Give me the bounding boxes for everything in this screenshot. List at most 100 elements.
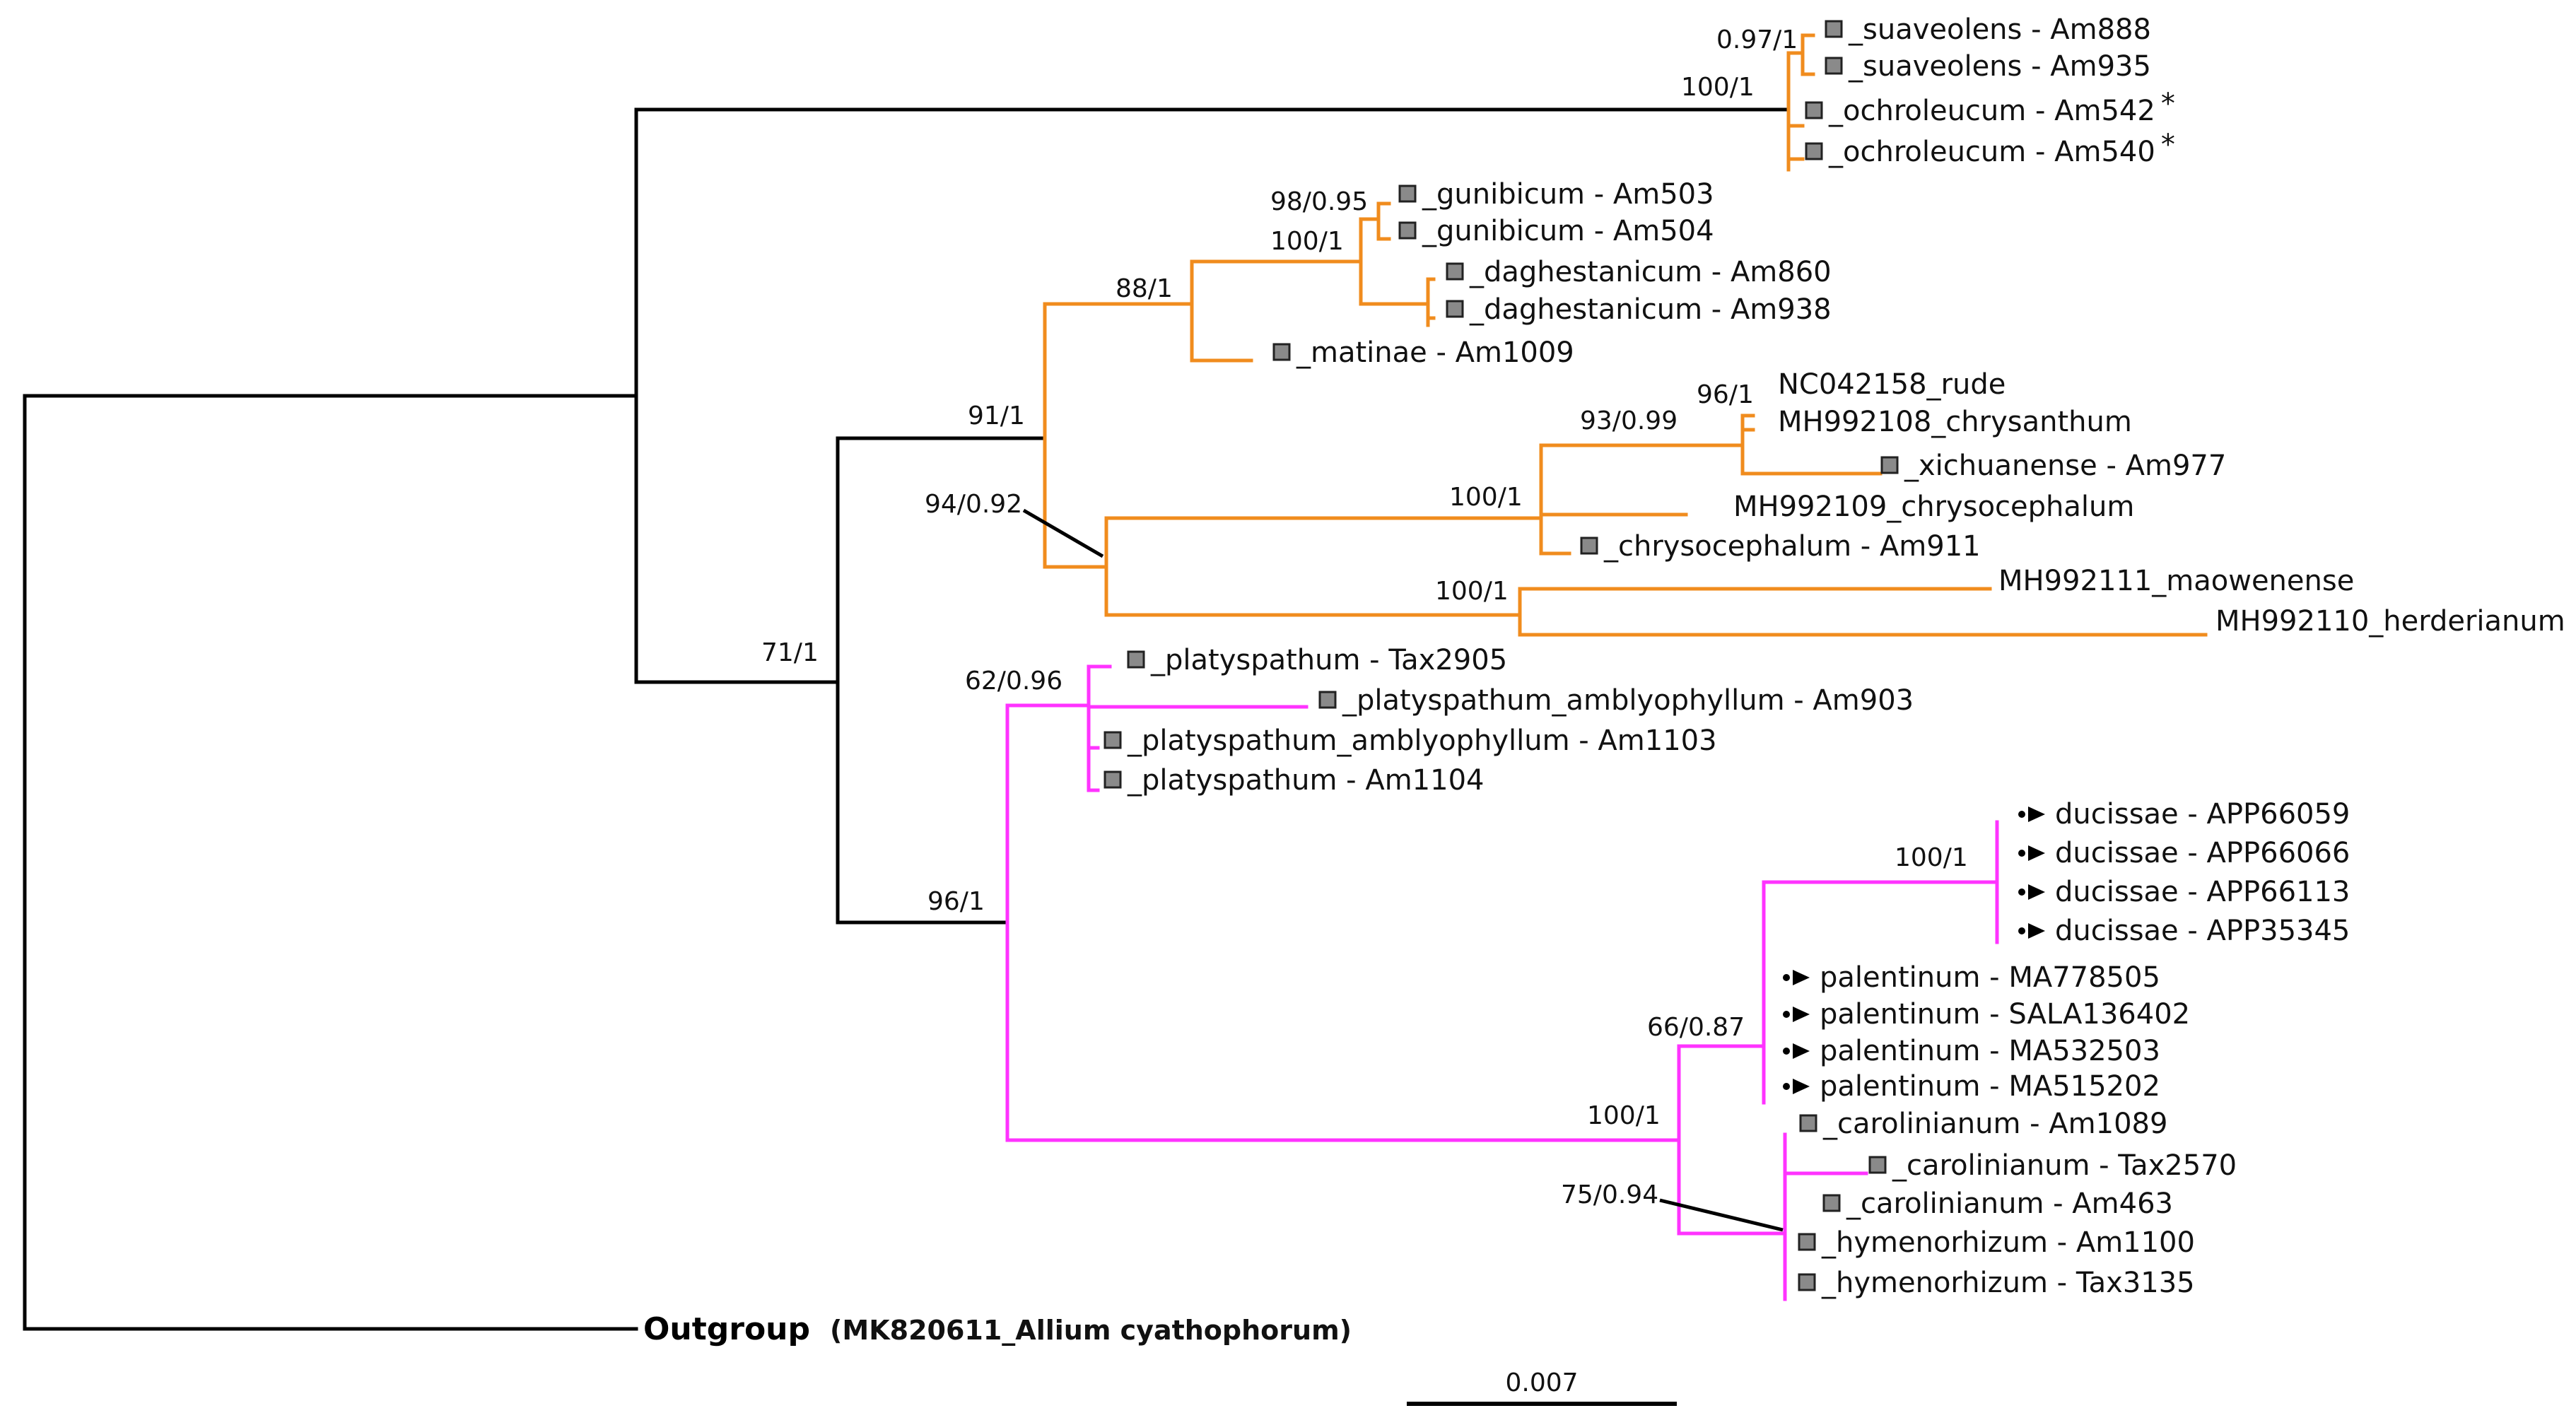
arrow-marker-icon	[1793, 1007, 1810, 1022]
support-value-chrygroup: 100/1	[1449, 483, 1523, 512]
tip-label: _chrysocephalum - Am911	[1603, 530, 1981, 563]
square-marker-icon	[1880, 456, 1899, 474]
taxon-name: _matinae	[1296, 336, 1427, 369]
taxon-name: _suaveolens	[1848, 13, 2022, 46]
tip-label: _xichuanense - Am977	[1904, 450, 2226, 482]
tip-label: palentinum - MA778505	[1820, 961, 2160, 994]
tip-8: _matinae - Am1009	[1272, 336, 1574, 369]
tip-label: palentinum - SALA136402	[1820, 998, 2190, 1031]
separator: -	[1702, 293, 1731, 326]
square-marker-icon	[1822, 1194, 1841, 1212]
arrow-marker-icon	[2028, 807, 2045, 822]
specimen-code: Am1009	[1456, 336, 1574, 369]
tip-label: _gunibicum - Am503	[1422, 178, 1714, 211]
support-value-rudexi: 93/0.99	[1580, 406, 1678, 435]
scale-bar-value: 0.007	[1505, 1368, 1578, 1397]
specimen-code: Tax2905	[1388, 644, 1507, 676]
separator: -	[1980, 998, 2008, 1031]
support-value-duc: 100/1	[1895, 843, 1968, 872]
outgroup-strong-label: Outgroup	[643, 1311, 810, 1347]
square-marker-icon	[1825, 20, 1843, 38]
specimen-code: Am1089	[2049, 1108, 2167, 1140]
taxon-name: _ochroleucum	[1828, 95, 2026, 127]
square-marker-icon	[1272, 343, 1291, 361]
specimen-code: MA532503	[2008, 1035, 2160, 1067]
tip-24: palentinum - MA778505	[1783, 961, 2160, 994]
separator: -	[2097, 450, 2126, 482]
square-marker-icon	[1799, 1114, 1817, 1132]
tip-14: MH992111_maowenense	[1998, 565, 2354, 597]
support-value-guni: 98/0.95	[1270, 187, 1368, 216]
separator: -	[2026, 95, 2054, 127]
tip-22: ducissae - APP66113	[2018, 876, 2350, 908]
specimen-code: Am903	[1813, 684, 1914, 717]
square-marker-icon	[1318, 691, 1337, 709]
tip-18: _platyspathum_amblyophyllum - Am1103	[1103, 725, 1717, 757]
tip-label: MH992109_chrysocephalum	[1733, 491, 2134, 523]
taxon-name: palentinum	[1820, 961, 1980, 994]
support-value-main: 71/1	[761, 638, 819, 667]
taxon-name: MH992110_herderianum	[2215, 605, 2565, 638]
tip-label: _platyspathum - Am1104	[1127, 764, 1484, 797]
tip-4: _gunibicum - Am503	[1398, 178, 1714, 211]
separator: -	[1980, 1070, 2008, 1103]
taxon-name: _xichuanense	[1904, 450, 2097, 482]
square-marker-icon	[1798, 1273, 1816, 1291]
tip-label: ducissae - APP66066	[2055, 837, 2350, 869]
separator: -	[1337, 764, 1365, 797]
tip-label: ducissae - APP66113	[2055, 876, 2350, 908]
separator: -	[1980, 1035, 2008, 1067]
separator: -	[2026, 136, 2054, 168]
support-value-chry: 94/0.92	[925, 490, 1022, 519]
separator: -	[2090, 1149, 2118, 1182]
taxon-name: _hymenorhizum	[1821, 1267, 2048, 1299]
square-marker-icon	[1825, 57, 1843, 75]
taxon-name: _chrysocephalum	[1603, 530, 1851, 563]
dot-marker-icon	[2018, 850, 2025, 857]
taxon-name: ducissae	[2055, 915, 2179, 947]
tip-26: palentinum - MA532503	[1783, 1035, 2160, 1067]
separator: -	[1585, 215, 1613, 247]
tip-7: _daghestanicum - Am938	[1446, 293, 1832, 326]
star-marker: *	[2161, 129, 2175, 161]
specimen-code: Am503	[1613, 178, 1714, 211]
dot-marker-icon	[2018, 927, 2025, 934]
taxon-name: _carolinianum	[1892, 1149, 2090, 1182]
tip-label: _platyspathum - Tax2905	[1150, 644, 1507, 676]
dot-marker-icon	[1783, 1048, 1790, 1055]
taxon-name: palentinum	[1820, 998, 1980, 1031]
tip-17: _platyspathum_amblyophyllum - Am903	[1318, 684, 1914, 717]
specimen-code: APP66113	[2207, 876, 2350, 908]
svg-text:Outgroup(MK820611_Allium cyath: Outgroup(MK820611_Allium cyathophorum)	[643, 1311, 1352, 1347]
separator: -	[2048, 1267, 2076, 1299]
dot-marker-icon	[1783, 1011, 1790, 1018]
separator: -	[2022, 50, 2050, 83]
tip-0: _suaveolens - Am888	[1825, 13, 2151, 46]
support-value-suav: 0.97/1	[1716, 25, 1798, 54]
specimen-code: Am977	[2126, 450, 2227, 482]
taxon-name: ducissae	[2055, 837, 2179, 869]
tip-16: _platyspathum - Tax2905	[1127, 644, 1507, 676]
square-marker-icon	[1398, 221, 1417, 240]
separator: -	[1585, 178, 1613, 211]
separator: -	[2179, 798, 2207, 831]
separator: -	[2044, 1188, 2072, 1220]
taxon-name: _platyspathum_amblyophyllum	[1342, 684, 1785, 717]
support-value-ducpal: 66/0.87	[1647, 1013, 1745, 1042]
tip-19: _platyspathum - Am1104	[1103, 764, 1484, 797]
tip-label: ducissae - APP35345	[2055, 915, 2350, 947]
separator: -	[2179, 915, 2207, 947]
leader-line	[1659, 1198, 1784, 1232]
specimen-code: Am1103	[1598, 725, 1716, 757]
taxon-name: _carolinianum	[1822, 1108, 2020, 1140]
tip-label: MH992110_herderianum	[2215, 605, 2565, 638]
taxon-name: NC042158_rude	[1778, 368, 2006, 401]
tip-label: _carolinianum - Am463	[1846, 1188, 2173, 1220]
specimen-code: Am911	[1880, 530, 1981, 563]
specimen-code: Am860	[1731, 256, 1832, 288]
tip-9: NC042158_rude	[1778, 368, 2006, 401]
taxon-name: _ochroleucum	[1828, 136, 2026, 168]
tip-label: MH992111_maowenense	[1998, 565, 2354, 597]
tip-label: NC042158_rude	[1778, 368, 2006, 401]
square-marker-icon	[1446, 300, 1464, 318]
